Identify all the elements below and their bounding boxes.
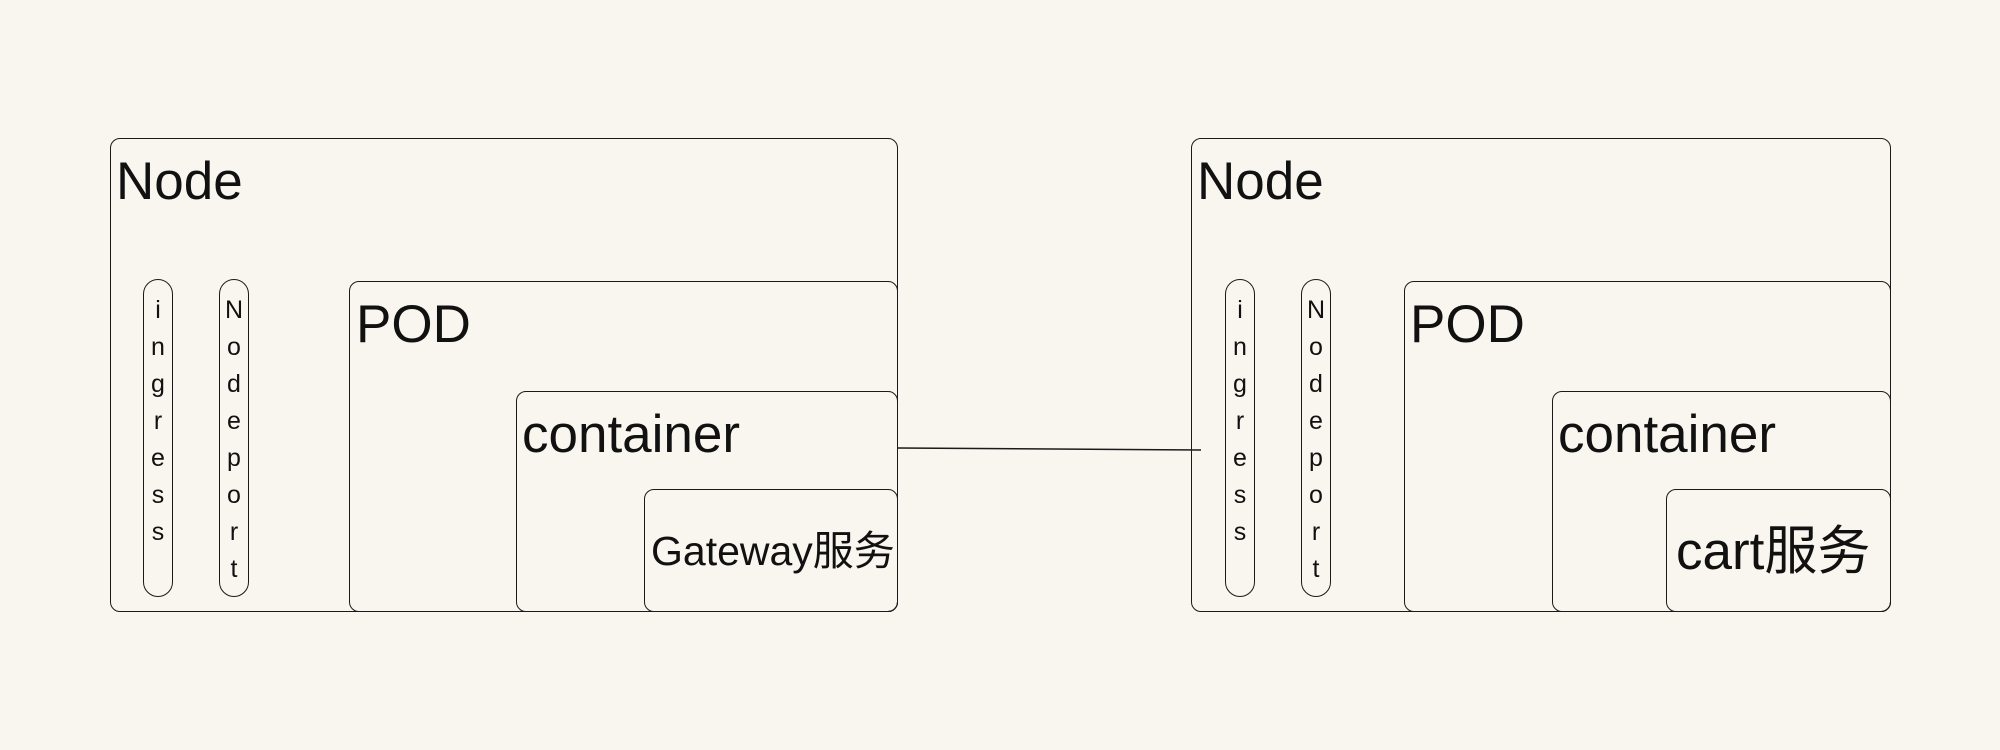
pill-letter: t <box>1312 555 1320 583</box>
pill-letter: g <box>1233 370 1247 398</box>
pill-letter: s <box>151 518 165 546</box>
pill-letter: s <box>151 481 165 509</box>
pill-letter: s <box>1233 518 1247 546</box>
pill-letter: n <box>1233 333 1247 361</box>
pill-letter: r <box>229 518 239 546</box>
pill-letter: o <box>227 333 241 361</box>
left-service <box>644 489 898 612</box>
left-pod-label: POD <box>356 295 471 354</box>
pill-letter: e <box>227 407 241 435</box>
pill-letter: r <box>1235 407 1245 435</box>
left-container-label: container <box>522 405 741 464</box>
pill-letter: r <box>1311 518 1321 546</box>
pill-letter: N <box>225 296 244 324</box>
pill-letter: N <box>1307 296 1326 324</box>
pill-letter: r <box>153 407 163 435</box>
pill-letter: o <box>227 481 241 509</box>
pill-letter: o <box>1309 333 1323 361</box>
right-service <box>1666 489 1891 612</box>
pill-letter: e <box>1309 407 1323 435</box>
pill-letter: s <box>1233 481 1247 509</box>
pill-letter: e <box>151 444 165 472</box>
pill-letter: g <box>151 370 165 398</box>
pill-letter: p <box>227 444 241 472</box>
pill-letter: o <box>1309 481 1323 509</box>
pill-letter: t <box>230 555 238 583</box>
right-container-label: container <box>1558 405 1777 464</box>
pill-letter: n <box>151 333 165 361</box>
right-node-label: Node <box>1197 152 1324 211</box>
pill-letter: e <box>1233 444 1247 472</box>
pill-letter: i <box>155 296 161 324</box>
right-pod-label: POD <box>1410 295 1525 354</box>
left-node-label: Node <box>116 152 243 211</box>
pill-letter: i <box>1237 296 1243 324</box>
pill-letter: p <box>1309 444 1323 472</box>
pill-letter: d <box>1309 370 1323 398</box>
left-service-label: Gateway服务 <box>651 528 895 574</box>
right-service-label: cart服务 <box>1676 522 1871 581</box>
pill-letter: d <box>227 370 241 398</box>
